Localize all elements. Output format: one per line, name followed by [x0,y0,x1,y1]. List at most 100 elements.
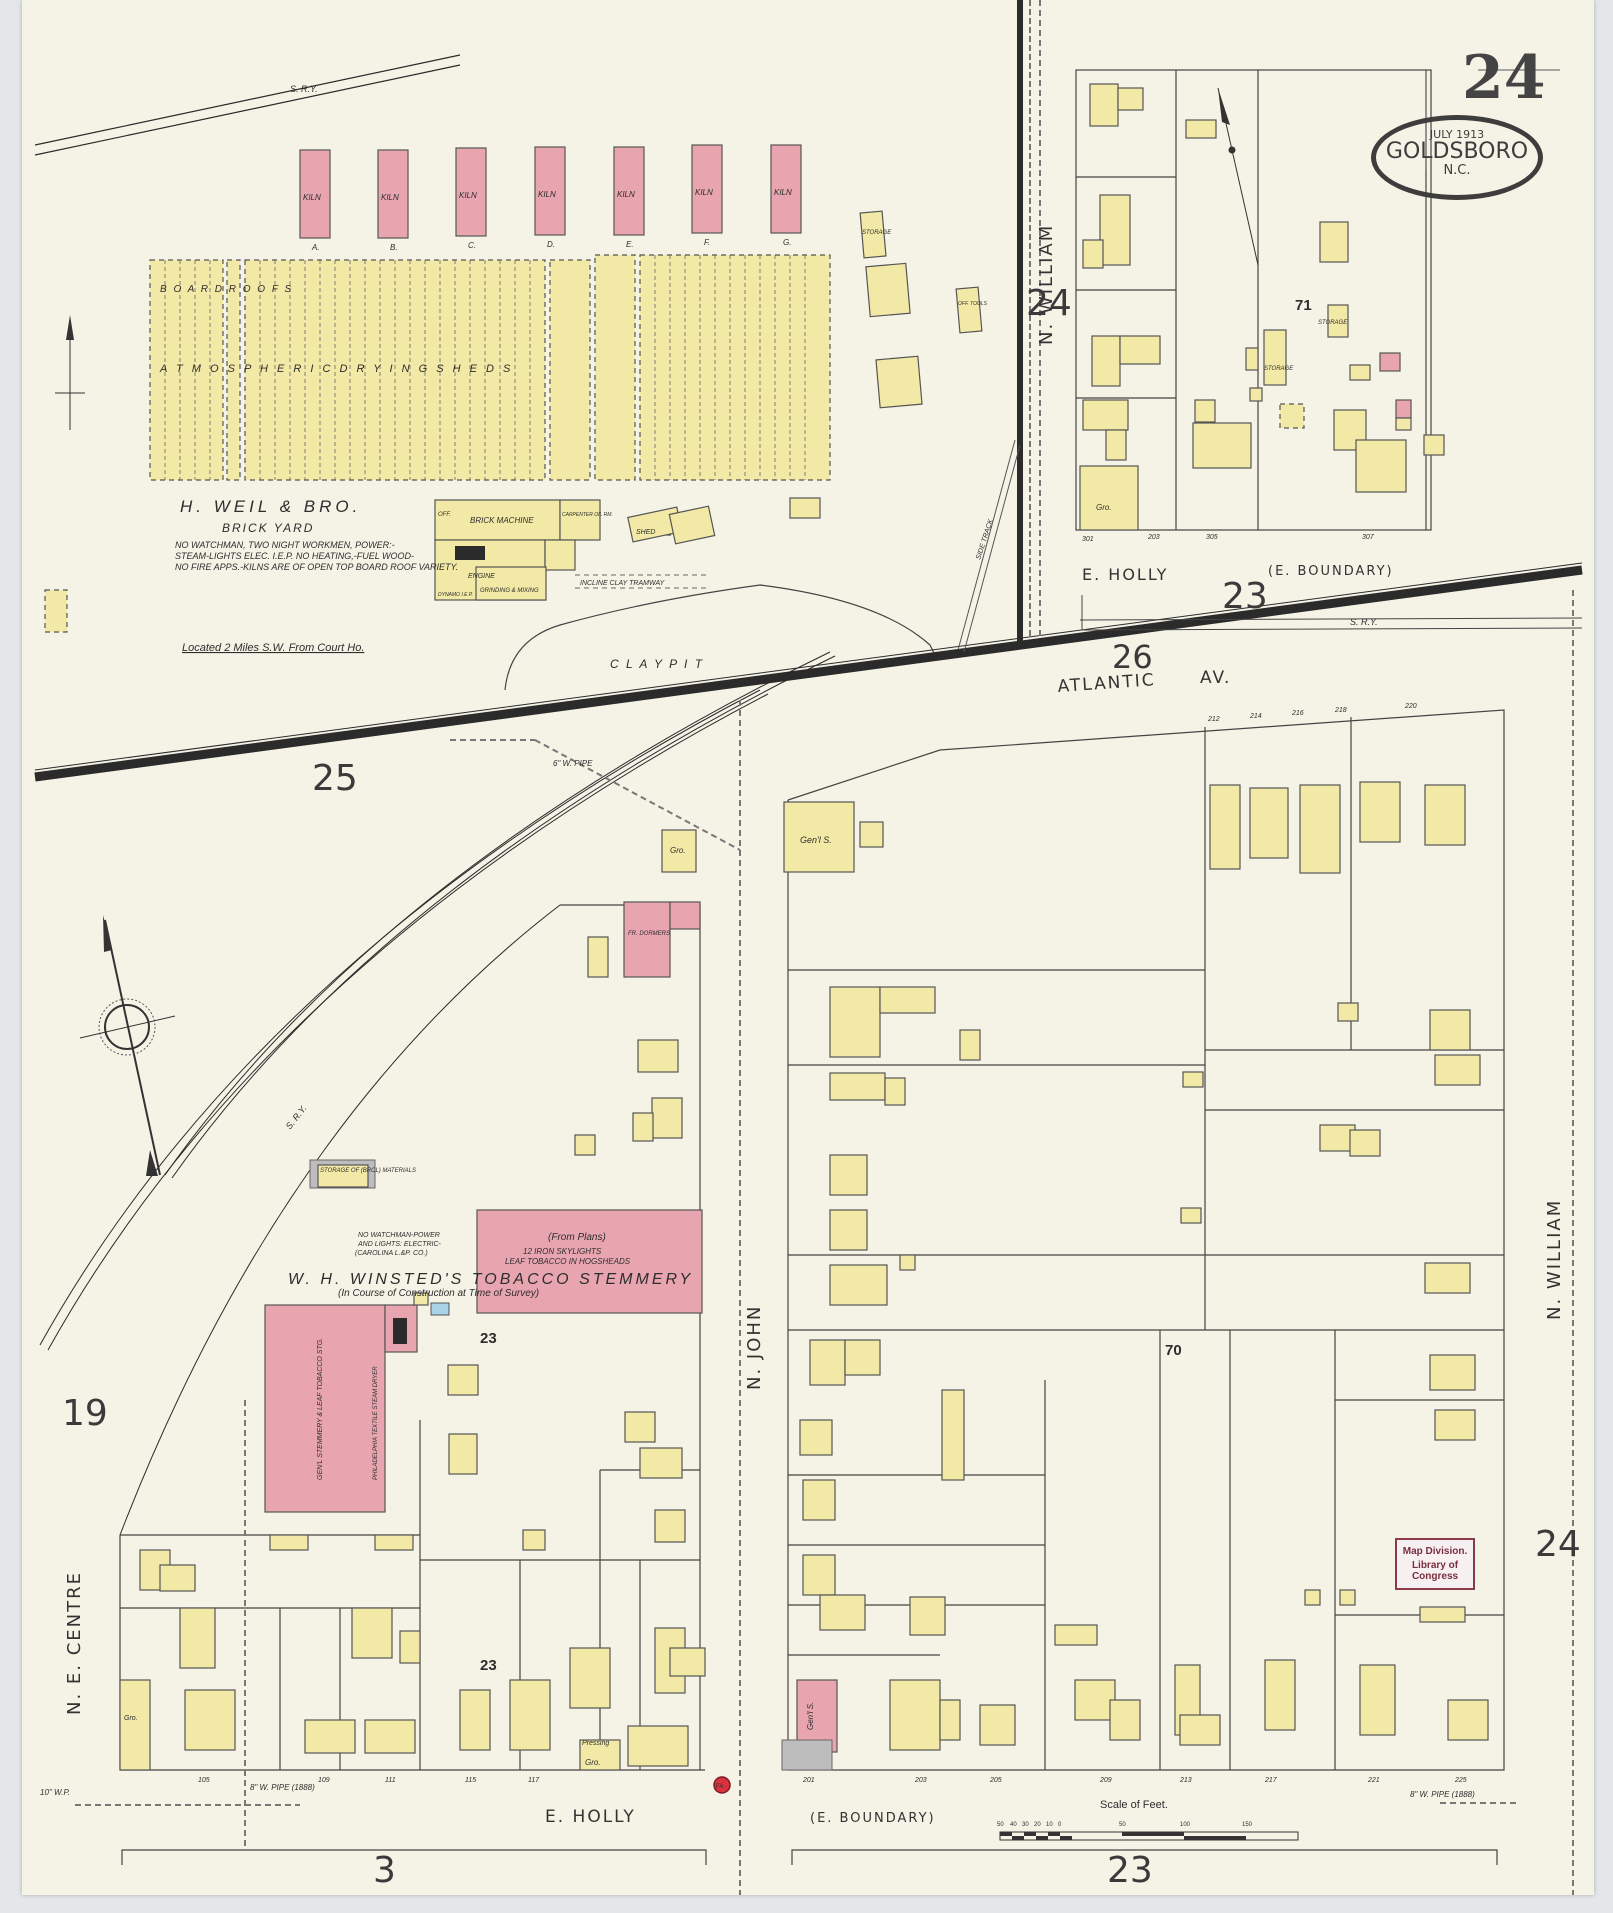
svg-text:N. WILLIAM: N. WILLIAM [1036,224,1057,345]
brick-machine-building [434,499,716,601]
svg-text:218: 218 [1334,707,1347,714]
svg-text:H. WEIL & BRO.: H. WEIL & BRO. [180,497,361,516]
svg-text:50: 50 [1119,1822,1126,1828]
svg-text:S. R.Y.: S. R.Y. [1350,617,1378,627]
svg-text:PHILADELPHIA TEXTILE STEAM DRY: PHILADELPHIA TEXTILE STEAM DRYER [373,1366,379,1480]
svg-text:23: 23 [1107,1850,1153,1891]
svg-text:B O A R D R O O F S: B O A R D R O O F S [160,284,293,295]
svg-text:AV.: AV. [1200,668,1231,688]
sanborn-map-canvas: S. R.Y. [34,0,1583,1895]
city-name: GOLDSBORO [1385,139,1529,164]
svg-text:24: 24 [1535,1524,1581,1565]
curved-railway [39,651,836,1536]
svg-text:20: 20 [1034,1822,1041,1828]
svg-text:71: 71 [1295,297,1312,314]
north-arrow-small [1217,87,1259,266]
svg-text:221: 221 [1367,1777,1380,1784]
svg-text:24: 24 [1462,43,1546,113]
state-name: N.C. [1443,163,1471,178]
stamp-line-1: Map Division. [1402,1546,1468,1557]
svg-text:C.: C. [468,241,476,250]
stemmery-west-building [264,1304,386,1513]
svg-text:212: 212 [1207,716,1220,723]
svg-text:FR. DORMERS: FR. DORMERS [628,931,670,937]
svg-text:GEN'L STEMMERY & LEAF TOBACCO: GEN'L STEMMERY & LEAF TOBACCO STG. [317,1338,324,1480]
svg-text:A T M O S P H E R I C D R Y: A T M O S P H E R I C D R Y I N G S H E … [159,363,513,375]
svg-text:SIDE TRACK: SIDE TRACK [975,518,995,560]
svg-text:STORAGE: STORAGE [862,230,892,236]
svg-text:Located 2 Miles S.W. From Cour: Located 2 Miles S.W. From Court Ho. [182,642,364,654]
svg-text:KILN: KILN [303,193,321,202]
svg-text:105: 105 [198,1777,210,1784]
svg-text:BRICK YARD: BRICK YARD [222,521,314,535]
svg-text:217: 217 [1264,1777,1278,1784]
svg-text:111: 111 [385,1777,396,1784]
brickyard-outbuildings [44,210,983,633]
svg-text:150: 150 [1242,1822,1253,1828]
svg-text:STEAM-LIGHTS ELEC. I.E.P. NO H: STEAM-LIGHTS ELEC. I.E.P. NO HEATING,-FU… [175,551,414,561]
top-railway: S. R.Y. [34,54,461,156]
svg-text:201: 201 [802,1777,815,1784]
svg-text:OFF.: OFF. [438,512,451,518]
svg-text:(E. BOUNDARY): (E. BOUNDARY) [810,1811,936,1826]
svg-text:KILN: KILN [695,188,713,197]
svg-text:S. R.Y.: S. R.Y. [290,84,318,94]
svg-text:E. HOLLY: E. HOLLY [545,1807,636,1827]
svg-text:12 IRON SKYLIGHTS: 12 IRON SKYLIGHTS [523,1247,602,1256]
stamp-line-2: Library of Congress [1411,1560,1459,1582]
svg-text:F.: F. [704,238,710,247]
text-labels: KILN KILN KILN KILN KILN KILN KILN A. B.… [40,43,1581,1891]
svg-text:216: 216 [1291,710,1304,717]
svg-text:(From Plans): (From Plans) [548,1232,606,1243]
svg-text:FA: FA [716,1784,723,1790]
svg-text:305: 305 [1206,534,1218,541]
svg-text:117: 117 [528,1777,540,1784]
svg-text:Gro.: Gro. [1096,503,1112,512]
svg-text:Gro.: Gro. [124,1715,138,1722]
main-railway [34,562,1583,782]
scale-bar [999,1831,1299,1841]
north-arrow-left [55,315,85,430]
svg-text:50: 50 [997,1822,1004,1828]
kilns [299,144,802,239]
svg-text:3: 3 [373,1850,396,1891]
svg-text:115: 115 [465,1777,476,1784]
svg-text:OFF. TOOLS: OFF. TOOLS [958,301,988,307]
svg-text:100: 100 [1180,1822,1191,1828]
svg-text:KILN: KILN [774,188,792,197]
svg-text:307: 307 [1362,534,1375,541]
stemmery-building [476,1209,703,1314]
svg-text:26: 26 [1112,638,1153,676]
general-store [783,801,855,873]
map-sheet: S. R.Y. [22,0,1594,1895]
svg-text:NO WATCHMAN-POWER: NO WATCHMAN-POWER [358,1232,440,1239]
clay-pit-outline [504,584,936,691]
svg-text:C L A Y P I T: C L A Y P I T [610,657,704,671]
svg-text:STORAGE: STORAGE [1318,320,1348,326]
svg-text:KILN: KILN [459,191,477,200]
svg-text:N. WILLIAM: N. WILLIAM [1544,1199,1565,1320]
svg-text:Gro.: Gro. [585,1758,601,1767]
svg-text:209: 209 [1099,1777,1112,1784]
svg-text:23: 23 [480,1657,497,1674]
svg-text:S. R.Y.: S. R.Y. [284,1103,309,1131]
svg-text:E. HOLLY: E. HOLLY [1082,565,1168,584]
svg-text:109: 109 [318,1777,330,1784]
svg-text:AND LIGHTS: ELECTRIC-: AND LIGHTS: ELECTRIC- [357,1241,442,1248]
fire-alarm-icon [713,1776,731,1794]
water-pipes [75,0,1574,1895]
block-71 [1075,69,1445,531]
svg-text:213: 213 [1179,1777,1192,1784]
svg-text:ENGINE: ENGINE [468,573,495,580]
svg-text:SHED: SHED [636,529,655,536]
svg-text:LEAF TOBACCO IN HOGSHEADS: LEAF TOBACCO IN HOGSHEADS [505,1257,631,1266]
svg-text:Scale of Feet.: Scale of Feet. [1100,1799,1168,1811]
svg-text:30: 30 [1022,1822,1029,1828]
svg-text:205: 205 [989,1777,1002,1784]
svg-text:GRINDING & MIXING: GRINDING & MIXING [480,588,539,594]
svg-text:40: 40 [1010,1822,1017,1828]
svg-text:225: 225 [1454,1777,1467,1784]
svg-text:0: 0 [1058,1822,1062,1828]
svg-text:8" W. PIPE (1888): 8" W. PIPE (1888) [1410,1790,1475,1799]
svg-text:19: 19 [62,1393,108,1434]
